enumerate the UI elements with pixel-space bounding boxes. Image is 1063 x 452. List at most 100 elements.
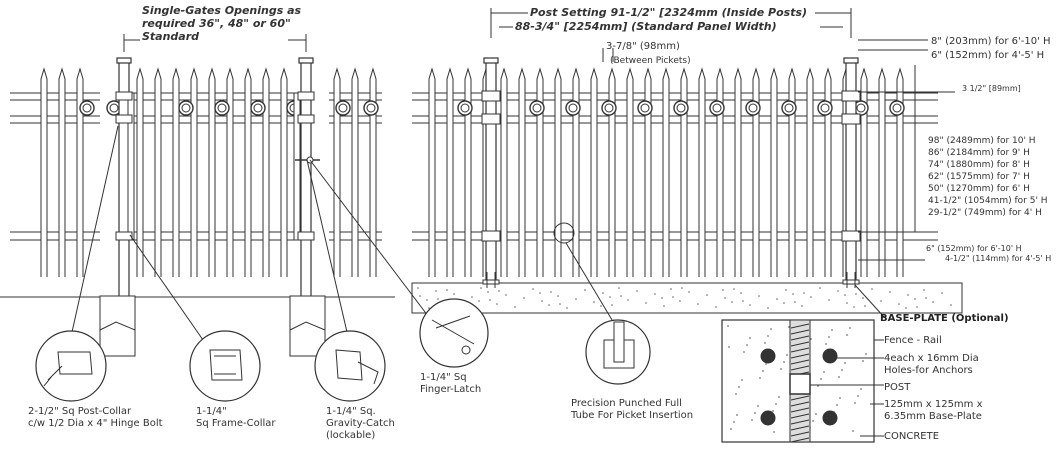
post-cap: [116, 57, 132, 64]
decorative-ring-inner: [568, 103, 578, 113]
concrete-speck: [817, 385, 819, 387]
concrete-speck: [749, 304, 751, 306]
concrete-speck: [838, 376, 840, 378]
concrete-speck: [593, 301, 595, 303]
bottom-offset-label-1: 6" (152mm) for 6'-10' H: [926, 244, 1022, 253]
concrete-speck: [618, 287, 620, 289]
concrete-speck: [862, 360, 864, 362]
rail-gap-label: 3 1/2" [89mm]: [962, 84, 1021, 93]
concrete-speck: [837, 290, 839, 292]
concrete-speck: [453, 293, 455, 295]
post-collar: [841, 113, 861, 125]
rail-hatch: [790, 425, 810, 431]
anchor-holes-label-1: 4each x 16mm Dia: [884, 353, 979, 364]
concrete-label: CONCRETE: [884, 431, 940, 442]
concrete-speck: [471, 296, 473, 298]
picket: [351, 67, 359, 277]
picket: [446, 67, 454, 277]
concrete-speck: [767, 307, 769, 309]
concrete-speck: [428, 307, 430, 309]
hinge-bolt-sketch: [43, 365, 63, 387]
picket: [716, 67, 724, 277]
concrete-speck: [764, 342, 766, 344]
concrete-speck: [772, 410, 774, 412]
gate-opening-label-line2: required 36", 48" or 60": [142, 17, 291, 30]
concrete-speck: [853, 306, 855, 308]
rail-hatch: [790, 419, 810, 425]
top-offset-label-1: 8" (203mm) for 6'-10' H: [931, 36, 1051, 47]
concrete-speck: [776, 298, 778, 300]
decorative-ring-inner: [676, 103, 686, 113]
concrete-speck: [820, 378, 822, 380]
between-pickets-label: (Between Pickets): [610, 56, 691, 66]
picket: [76, 67, 84, 277]
picket: [806, 67, 814, 277]
fence-rail-label: Fence - Rail: [884, 335, 942, 346]
concrete-speck: [812, 420, 814, 422]
detail-callout-circle: [553, 222, 575, 244]
leader: [854, 284, 886, 319]
rail-hatch: [790, 407, 810, 413]
gravity-catch-sketch: [335, 349, 363, 381]
concrete-speck: [706, 294, 708, 296]
concrete-speck: [697, 303, 699, 305]
post-collar: [841, 90, 861, 102]
concrete-speck: [815, 413, 817, 415]
concrete-speck: [736, 414, 738, 416]
concrete-speck: [778, 396, 780, 398]
decorative-ring-inner: [181, 103, 191, 113]
decorative-ring-inner: [366, 103, 376, 113]
concrete-speck: [844, 362, 846, 364]
concrete-speck: [786, 354, 788, 356]
post-collar: [841, 230, 861, 242]
concrete-speck: [898, 303, 900, 305]
picket: [878, 67, 886, 277]
post-cap: [843, 57, 859, 64]
finger-latch-knob: [461, 345, 471, 355]
concrete-speck: [548, 304, 550, 306]
picket: [662, 67, 670, 277]
height-label-4: 29-1/2" (749mm) for 4' H: [928, 208, 1042, 218]
decorative-ring-inner: [338, 103, 348, 113]
anchor-holes-label-2: Holes-for Anchors: [884, 365, 973, 376]
concrete-speck: [849, 327, 851, 329]
frame-collar-sketch: [209, 349, 243, 381]
concrete-speck: [880, 300, 882, 302]
concrete-speck: [731, 301, 733, 303]
concrete-speck: [661, 297, 663, 299]
leader: [306, 159, 351, 346]
concrete-speck: [810, 338, 812, 340]
concrete-speck: [498, 290, 500, 292]
picket: [554, 67, 562, 277]
concrete-speck: [722, 289, 724, 291]
concrete-speck: [836, 404, 838, 406]
concrete-speck: [762, 370, 764, 372]
picket: [896, 67, 904, 277]
concrete-speck: [751, 419, 753, 421]
leader: [129, 234, 211, 351]
concrete-speck: [539, 292, 541, 294]
rail-hatch: [790, 413, 810, 419]
concrete-speck: [765, 363, 767, 365]
concrete-speck: [584, 289, 586, 291]
rail-hatch: [790, 347, 810, 353]
bottom-offset-label-2: 4-1/2" (114mm) for 4'-5' H: [945, 254, 1052, 263]
decorative-ring-inner: [109, 103, 119, 113]
rail-hatch: [790, 341, 810, 347]
post-collar: [481, 230, 501, 242]
gate-picket: [244, 67, 252, 277]
concrete-speck: [865, 353, 867, 355]
post-collar-label-2: c/w 1/2 Dia x 4" Hinge Bolt: [28, 418, 163, 429]
picket: [572, 67, 580, 277]
concrete-speck: [419, 295, 421, 297]
concrete-speck: [715, 306, 717, 308]
decorative-ring-inner: [460, 103, 470, 113]
post-label: POST: [884, 382, 911, 393]
punched-tube-label-1: Precision Punched Full: [571, 398, 682, 409]
gravity-catch-label-2: Gravity-Catch: [326, 418, 395, 429]
concrete-speck: [523, 297, 525, 299]
gate-picket: [280, 67, 288, 277]
concrete-speck: [941, 292, 943, 294]
concrete-speck: [496, 303, 498, 305]
anchor-hole: [822, 348, 838, 364]
